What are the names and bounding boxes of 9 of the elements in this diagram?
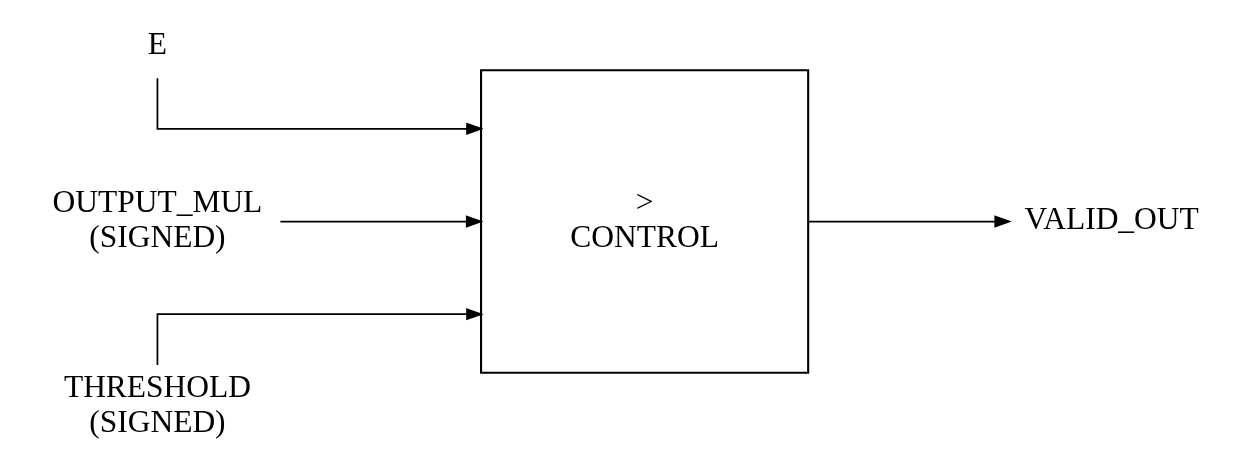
arrow xyxy=(807,215,1012,228)
node-text: THRESHOLD (SIGNED) xyxy=(63,369,251,440)
node-text: E xyxy=(147,26,167,62)
arrow xyxy=(279,215,483,228)
arrow xyxy=(156,308,484,366)
node-text: VALID_OUT xyxy=(1024,201,1199,237)
node-text: OUTPUT_MUL (SIGNED) xyxy=(52,183,262,254)
node-box: > CONTROL xyxy=(479,69,809,374)
arrow xyxy=(156,77,484,135)
